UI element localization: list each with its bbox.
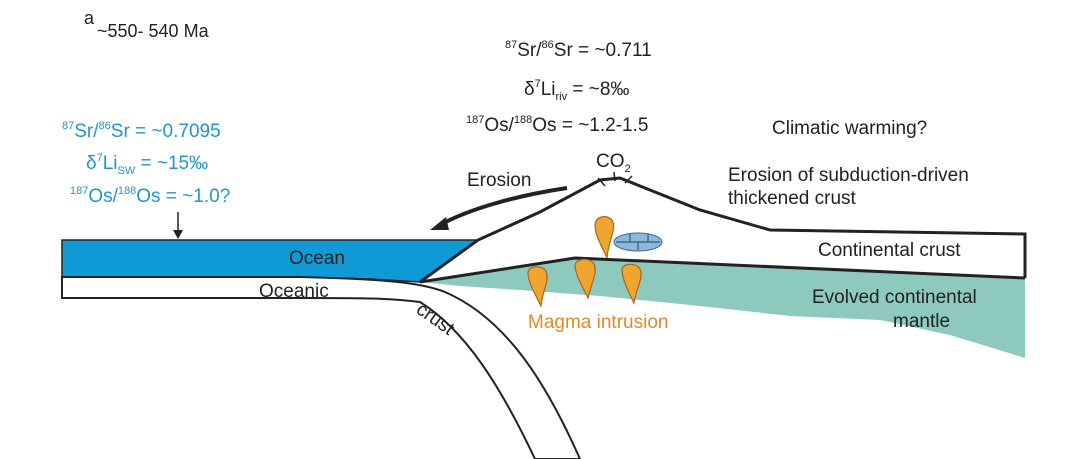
- ocean-shape: [61, 239, 481, 283]
- oceanic-label: Oceanic: [259, 281, 329, 302]
- oceanic-crust-slab: [61, 276, 582, 459]
- erosion-crust-label-line1: Erosion of subduction-driven: [728, 165, 969, 186]
- erosion-crust-label-line2: thickened crust: [728, 188, 857, 209]
- seawater-sr-ratio: 87Sr/86Sr = ~0.7095: [62, 120, 221, 142]
- climatic-warming-label: Climatic warming?: [772, 118, 927, 139]
- moho-line: [419, 256, 1026, 284]
- river-os-ratio: 187Os/188Os = ~1.2-1.5: [466, 114, 648, 136]
- magma-intrusion-label: Magma intrusion: [528, 312, 668, 333]
- age-label: ~550- 540 Ma: [97, 21, 210, 41]
- magma-blob-upper: [594, 216, 615, 259]
- evolved-mantle-label-line2: mantle: [893, 311, 950, 332]
- evolved-mantle-label-line1: Evolved continental: [812, 287, 977, 308]
- river-sr-ratio: 87Sr/86Sr = ~0.711: [505, 39, 652, 61]
- continental-crust-shape: [420, 178, 1025, 282]
- continent-topography-line: [419, 176, 1027, 284]
- co2-degassing-marks: [597, 171, 633, 187]
- river-li-isotope: δ7Liriv = ~8‰: [524, 78, 629, 103]
- evolved-mantle-shape: [420, 258, 1025, 358]
- magma-blob-right: [621, 263, 642, 305]
- continental-crust-label: Continental crust: [818, 240, 961, 261]
- seawater-li-isotope: δ7LiSW = ~15‰: [86, 152, 208, 177]
- seawater-arrow: [173, 212, 183, 239]
- seawater-os-ratio: 187Os/188Os = ~1.0?: [70, 185, 230, 207]
- ocean-label: Ocean: [289, 248, 345, 269]
- erosion-arrow: [430, 186, 568, 230]
- co2-label: CO2: [596, 151, 631, 175]
- limestone-lens: [613, 232, 663, 252]
- magma-blob-middle: [574, 258, 596, 300]
- magma-intrusions: [527, 216, 642, 309]
- magma-blob-left: [527, 266, 548, 309]
- panel-label: a: [84, 8, 95, 28]
- erosion-label: Erosion: [467, 170, 531, 191]
